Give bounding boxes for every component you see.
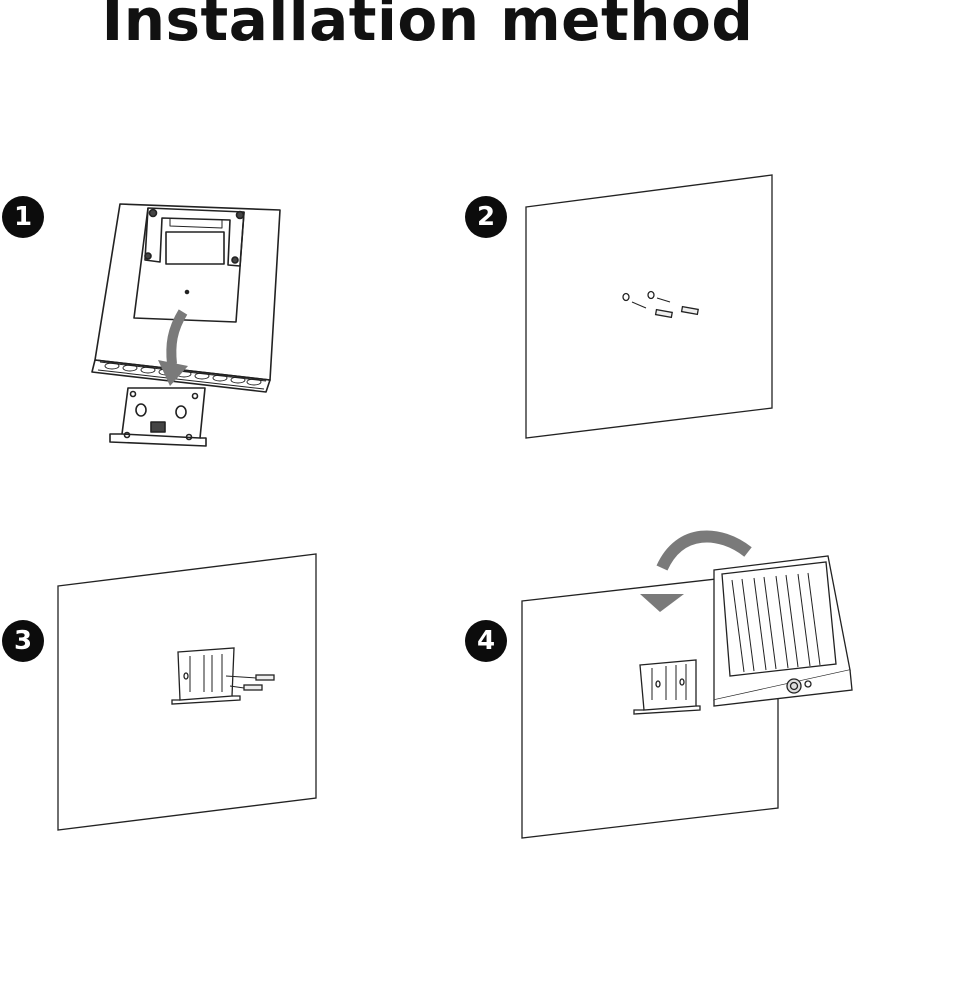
step-3-badge: 3 [2, 620, 44, 662]
step-1-badge: 1 [2, 196, 44, 238]
page-title: Installation method [101, 0, 754, 54]
step-2-badge: 2 [465, 196, 507, 238]
step-4-badge: 4 [465, 620, 507, 662]
